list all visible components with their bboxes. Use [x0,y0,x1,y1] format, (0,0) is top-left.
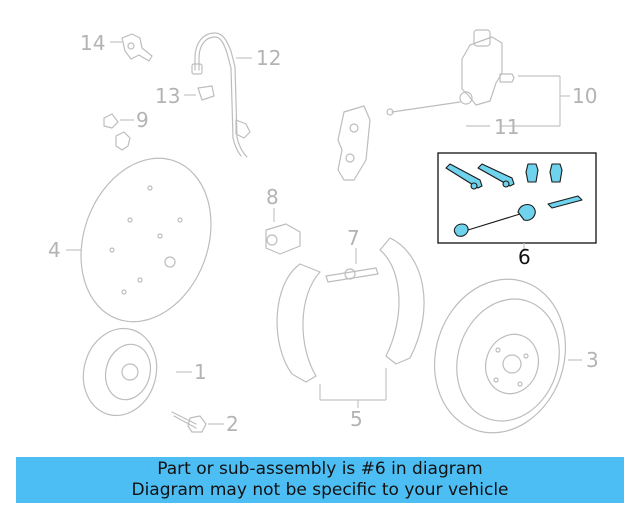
part-8-wheel-cylinder[interactable] [265,208,301,255]
callout-6[interactable]: 6 [518,245,531,269]
callout-7[interactable]: 7 [347,226,360,250]
callout-5[interactable]: 5 [350,407,363,431]
kit-clip-1 [525,163,539,183]
kit-clip-2 [549,163,563,183]
part-9-bleeder[interactable] [103,113,134,151]
kit-spring-short [547,195,583,209]
notice-line-1: Part or sub-assembly is #6 in diagram [157,459,483,479]
notice-line-2: Diagram may not be specific to your vehi… [131,480,509,500]
part-14-sensor[interactable] [110,33,153,62]
callout-12[interactable]: 12 [256,46,281,70]
kit-spring-end [517,203,536,221]
callout-8[interactable]: 8 [266,185,279,209]
callout-10[interactable]: 10 [572,84,597,108]
kit-spring-coil [453,223,469,237]
part-3-brake-drum[interactable] [415,262,585,450]
part-5-brake-shoes[interactable] [276,237,425,408]
part-6-hardware-kit[interactable] [437,152,597,250]
callout-9[interactable]: 9 [136,108,149,132]
part-1-wheel-hub[interactable] [74,320,192,424]
part-11-cable[interactable] [386,101,490,127]
part-2-hub-bolt[interactable] [171,411,224,433]
callout-2[interactable]: 2 [226,412,239,436]
callout-11[interactable]: 11 [494,115,519,139]
part-4-backing-plate[interactable] [59,140,233,340]
kit-box [437,152,597,244]
callout-13[interactable]: 13 [155,84,180,108]
part-13-clip[interactable] [184,85,215,101]
actuator-bracket [337,105,371,181]
callout-4[interactable]: 4 [48,238,61,262]
part-12-brake-hose[interactable] [191,32,252,158]
callout-3[interactable]: 3 [586,348,599,372]
callout-14[interactable]: 14 [80,31,105,55]
part-10-cable-bracket[interactable] [459,29,570,127]
notice-banner: Part or sub-assembly is #6 in diagram Di… [16,457,624,503]
callout-1[interactable]: 1 [194,360,207,384]
part-7-adjuster[interactable] [325,248,379,283]
